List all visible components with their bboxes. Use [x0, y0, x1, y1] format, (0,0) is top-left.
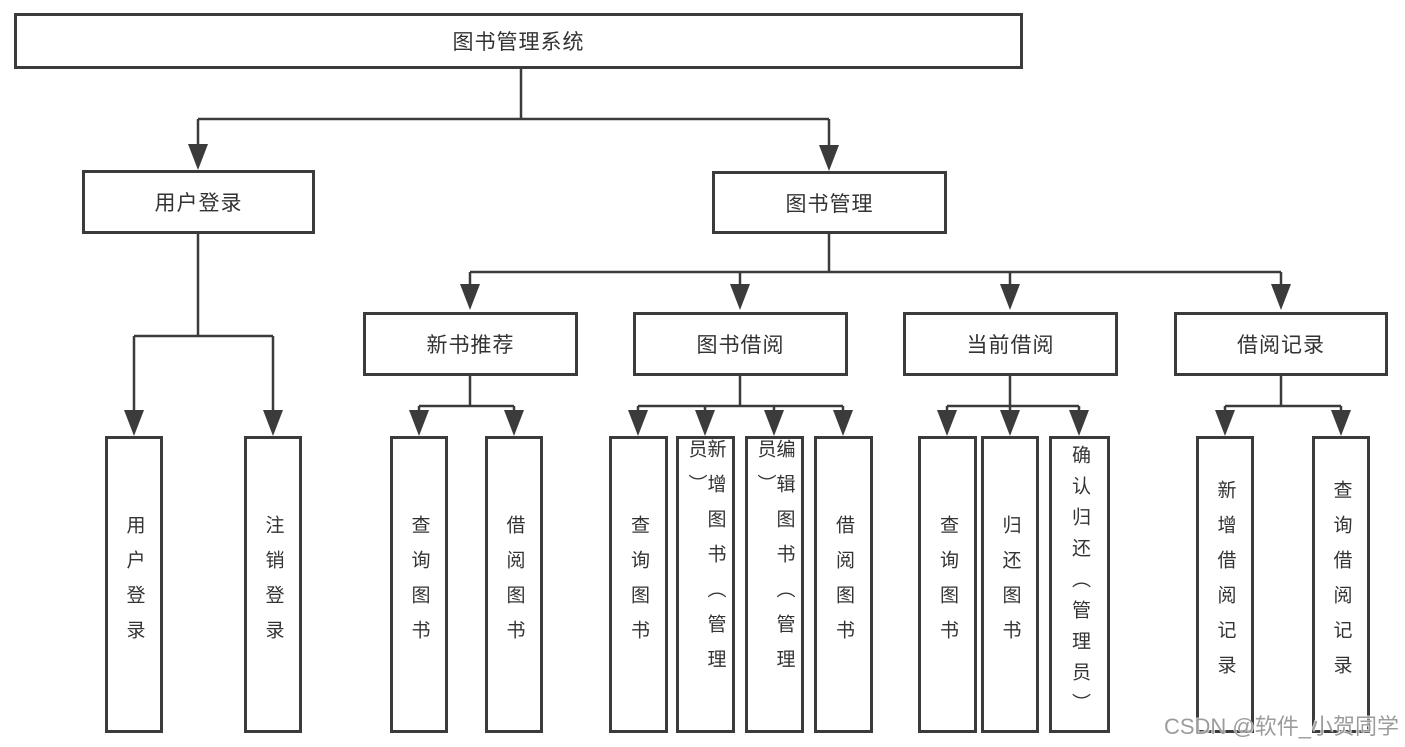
- leaf-query-books-1: 查询图书: [390, 436, 448, 733]
- arrowhead-icon: [124, 410, 144, 436]
- connector-root-to-level2: [196, 69, 831, 149]
- arrowhead-icon: [1271, 284, 1291, 310]
- leaf-borrow-books-1-label: 借阅图书: [503, 514, 525, 655]
- node-book-borrow: 图书借阅: [633, 312, 848, 376]
- leaf-edit-book-admin-label: 编辑图书（管理员）: [754, 439, 795, 684]
- arrowhead-icon: [1215, 410, 1235, 436]
- connector-userlogin-to-leaves: [132, 233, 275, 414]
- node-user-login: 用户登录: [82, 170, 315, 234]
- connector-newbookrec-to-leaves: [417, 376, 516, 414]
- leaf-return-book: 归还图书: [981, 436, 1039, 733]
- leaf-add-book-admin: 新增图书（管理员）: [676, 436, 735, 733]
- node-current-borrow: 当前借阅: [903, 312, 1118, 376]
- leaf-query-borrow-record-label: 查询借阅记录: [1330, 479, 1352, 690]
- leaf-borrow-books-2-label: 借阅图书: [833, 514, 854, 655]
- leaf-user-login: 用户登录: [105, 436, 163, 733]
- arrowhead-icon: [1000, 284, 1020, 310]
- leaf-borrow-books-2: 借阅图书: [814, 436, 873, 733]
- arrowhead-icon: [819, 145, 839, 171]
- node-book-management-label: 图书管理: [785, 192, 874, 216]
- leaf-query-borrow-record: 查询借阅记录: [1312, 436, 1370, 733]
- node-borrow-records-label: 借阅记录: [1237, 334, 1325, 357]
- watermark: CSDN @软件_小贺同学: [1163, 714, 1399, 739]
- node-root-label: 图书管理系统: [452, 31, 585, 54]
- connector-borrowrecords-to-leaves: [1223, 376, 1343, 414]
- leaf-query-books-3-label: 查询图书: [937, 514, 958, 655]
- arrowhead-icon: [188, 144, 208, 170]
- arrowhead-icon: [1069, 410, 1089, 436]
- leaf-query-books-1-label: 查询图书: [408, 514, 430, 655]
- arrowhead-icon: [628, 410, 648, 436]
- node-user-login-label: 用户登录: [154, 192, 243, 215]
- leaf-user-login-label: 用户登录: [123, 514, 145, 655]
- arrowhead-icon: [460, 284, 480, 310]
- node-root: 图书管理系统: [14, 13, 1023, 69]
- arrowhead-icon: [695, 410, 715, 436]
- leaf-borrow-books-1: 借阅图书: [485, 436, 543, 733]
- leaf-query-books-2-label: 查询图书: [628, 514, 649, 655]
- node-current-borrow-label: 当前借阅: [966, 334, 1055, 357]
- leaf-confirm-return-admin: 确认归还（管理员）: [1049, 436, 1110, 733]
- node-borrow-records: 借阅记录: [1174, 312, 1388, 376]
- connector-bookborrow-to-leaves: [636, 376, 845, 414]
- arrowhead-icon: [1000, 410, 1020, 436]
- node-new-book-recommend: 新书推荐: [363, 312, 578, 376]
- arrowhead-icon: [833, 410, 853, 436]
- leaf-query-books-3: 查询图书: [918, 436, 977, 733]
- node-book-management: 图书管理: [712, 171, 947, 234]
- arrowhead-icon: [764, 410, 784, 436]
- leaf-edit-book-admin: 编辑图书（管理员）: [745, 436, 804, 733]
- leaf-query-books-2: 查询图书: [609, 436, 668, 733]
- leaf-add-borrow-record: 新增借阅记录: [1196, 436, 1254, 733]
- arrowhead-icon: [409, 410, 429, 436]
- connector-currentborrow-to-leaves: [945, 376, 1081, 414]
- node-new-book-recommend-label: 新书推荐: [426, 334, 515, 357]
- leaf-add-book-admin-label: 新增图书（管理员）: [685, 439, 726, 684]
- leaf-confirm-return-admin-label: 确认归还（管理员）: [1069, 445, 1090, 724]
- arrowhead-icon: [937, 410, 957, 436]
- leaf-add-borrow-record-label: 新增借阅记录: [1214, 479, 1236, 690]
- arrowhead-icon: [504, 410, 524, 436]
- arrowhead-icon: [1331, 410, 1351, 436]
- arrowhead-icon: [263, 410, 283, 436]
- leaf-return-book-label: 归还图书: [999, 514, 1021, 655]
- node-book-borrow-label: 图书借阅: [696, 334, 785, 357]
- leaf-logout: 注销登录: [244, 436, 302, 733]
- connector-bookmgmt-to-level3: [468, 234, 1283, 289]
- leaf-logout-label: 注销登录: [262, 514, 284, 655]
- arrowhead-icon: [730, 284, 750, 310]
